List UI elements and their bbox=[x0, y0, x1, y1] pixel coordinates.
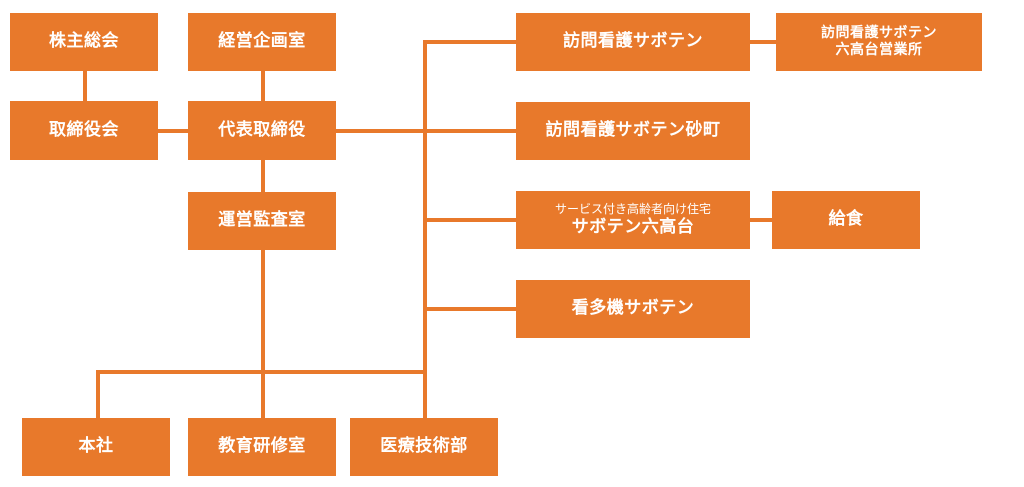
box-visiting-nursing: 訪問看護サボテン bbox=[516, 13, 750, 71]
kantaki-label: 看多機サボテン bbox=[571, 298, 695, 319]
board-label: 取締役会 bbox=[49, 119, 119, 140]
box-head-office: 本社 bbox=[22, 418, 170, 476]
line-bottom-horizontal bbox=[96, 370, 427, 374]
elderly-housing-line1: サービス付き高齢者向け住宅 bbox=[554, 201, 711, 216]
line-housing-catering bbox=[750, 218, 772, 222]
box-kantaki: 看多機サボテン bbox=[516, 280, 750, 338]
box-shareholders-meeting: 株主総会 bbox=[10, 13, 158, 71]
line-to-housing bbox=[423, 218, 516, 222]
line-right-trunk bbox=[423, 40, 427, 418]
nursing-rokkodai-line2: 六高台営業所 bbox=[835, 42, 923, 58]
line-audit-down bbox=[261, 250, 265, 418]
line-nursing-branch bbox=[750, 40, 776, 44]
box-medical-technology: 医療技術部 bbox=[350, 418, 498, 476]
shareholders-label: 株主総会 bbox=[49, 31, 119, 52]
education-label: 教育研修室 bbox=[218, 436, 306, 457]
box-catering: 給食 bbox=[772, 191, 920, 249]
line-shareholders-board bbox=[83, 71, 87, 101]
box-visiting-nursing-rokkodai: 訪問看護サボテン 六高台営業所 bbox=[776, 13, 982, 71]
line-to-nursing bbox=[423, 40, 516, 44]
line-to-sunamachi bbox=[423, 129, 516, 133]
nursing-label: 訪問看護サボテン bbox=[563, 31, 703, 52]
audit-label: 運営監査室 bbox=[218, 210, 306, 231]
box-education-training: 教育研修室 bbox=[188, 418, 336, 476]
line-ceo-audit bbox=[261, 160, 265, 192]
box-visiting-nursing-sunamachi: 訪問看護サボテン砂町 bbox=[516, 102, 750, 160]
head-office-label: 本社 bbox=[78, 436, 114, 457]
management-planning-label: 経営企画室 bbox=[218, 31, 306, 52]
medical-tech-label: 医療技術部 bbox=[380, 436, 468, 457]
line-ceo-right bbox=[336, 129, 425, 133]
line-to-head-office bbox=[96, 370, 100, 418]
elderly-housing-line2: サボテン六高台 bbox=[571, 216, 695, 237]
line-planning-ceo bbox=[261, 71, 265, 101]
nursing-sunamachi-label: 訪問看護サボテン砂町 bbox=[545, 120, 721, 141]
box-board-of-directors: 取締役会 bbox=[10, 101, 158, 160]
catering-label: 給食 bbox=[828, 209, 864, 230]
nursing-rokkodai-line1: 訪問看護サボテン bbox=[821, 24, 937, 41]
box-ceo: 代表取締役 bbox=[188, 101, 336, 160]
box-audit-office: 運営監査室 bbox=[188, 192, 336, 250]
box-management-planning: 経営企画室 bbox=[188, 13, 336, 71]
line-board-ceo bbox=[158, 129, 188, 133]
ceo-label: 代表取締役 bbox=[218, 119, 306, 140]
box-elderly-housing: サービス付き高齢者向け住宅 サボテン六高台 bbox=[516, 191, 750, 249]
line-to-kantaki bbox=[423, 307, 516, 311]
